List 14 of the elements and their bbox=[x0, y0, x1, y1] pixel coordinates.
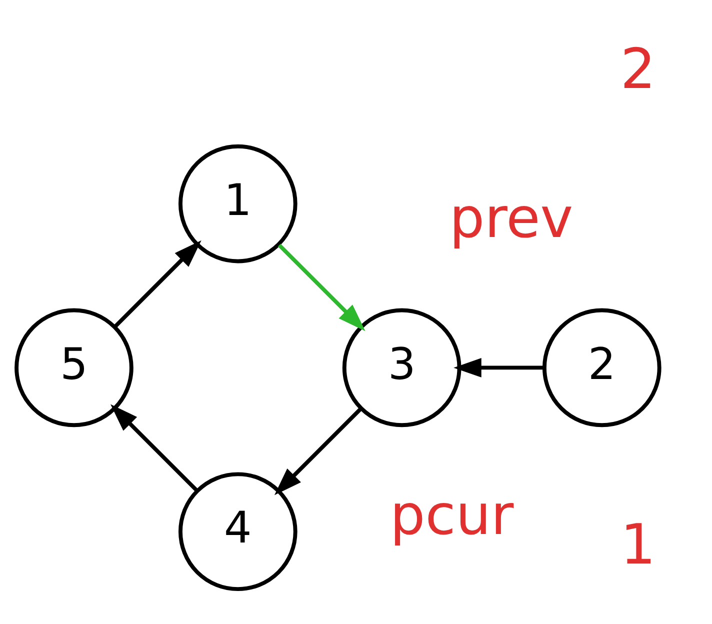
label: 2 bbox=[620, 38, 656, 102]
label: 1 bbox=[620, 513, 656, 578]
arrow bbox=[274, 407, 362, 495]
node-circle: 5 bbox=[14, 308, 134, 427]
node-circle: 2 bbox=[542, 308, 662, 427]
label: prev bbox=[449, 186, 574, 250]
node-circle: 1 bbox=[178, 144, 298, 263]
node-circle: 4 bbox=[178, 472, 298, 591]
label: pcur bbox=[390, 483, 514, 548]
node-circle: 3 bbox=[342, 308, 462, 427]
arrow bbox=[454, 357, 544, 377]
arrow bbox=[110, 404, 198, 492]
arrow bbox=[114, 240, 202, 328]
arrow bbox=[278, 243, 366, 331]
